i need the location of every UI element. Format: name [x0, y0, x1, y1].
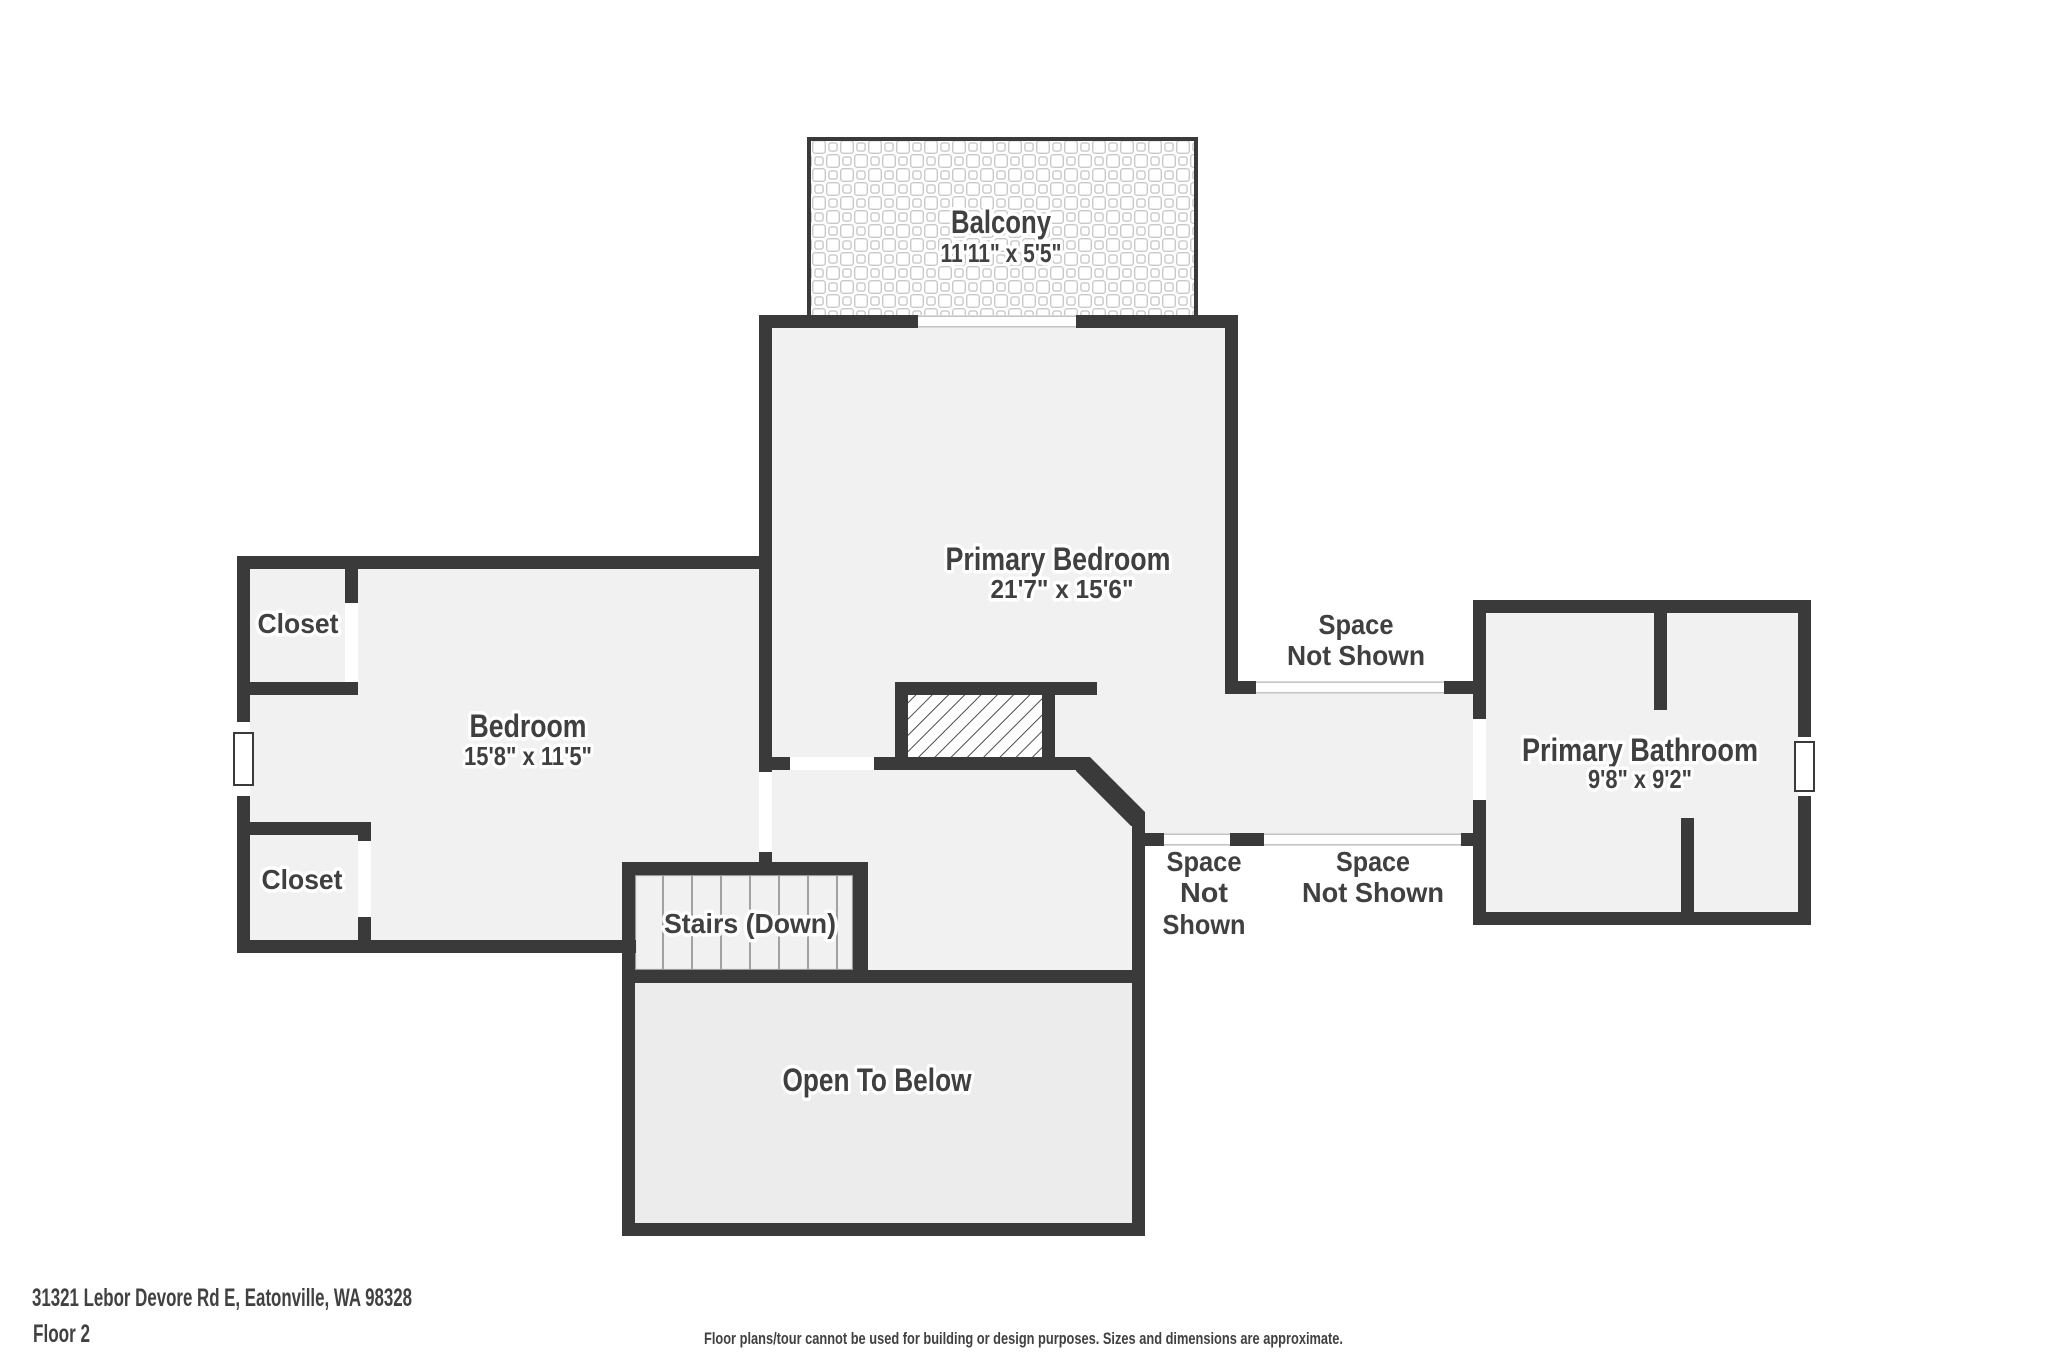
svg-text:Stairs (Down): Stairs (Down)	[664, 908, 836, 939]
svg-text:Not Shown: Not Shown	[1287, 640, 1425, 671]
svg-text:Primary Bathroom: Primary Bathroom	[1522, 732, 1758, 768]
svg-text:Floor 2: Floor 2	[33, 1320, 90, 1348]
svg-text:Open To Below: Open To Below	[783, 1062, 972, 1098]
svg-text:Space: Space	[1336, 846, 1410, 877]
svg-text:Not: Not	[1180, 877, 1228, 908]
svg-text:21'7" x 15'6": 21'7" x 15'6"	[991, 574, 1134, 604]
svg-text:Bedroom: Bedroom	[470, 708, 587, 744]
svg-text:9'8" x 9'2": 9'8" x 9'2"	[1588, 764, 1692, 794]
svg-text:Primary Bedroom: Primary Bedroom	[946, 541, 1171, 577]
svg-text:Shown: Shown	[1163, 909, 1246, 940]
svg-text:Space: Space	[1319, 609, 1394, 640]
svg-text:Closet: Closet	[262, 864, 343, 895]
svg-text:Space: Space	[1167, 846, 1242, 877]
svg-text:Balcony: Balcony	[951, 204, 1051, 240]
svg-text:15'8" x 11'5": 15'8" x 11'5"	[464, 741, 592, 771]
svg-text:Not Shown: Not Shown	[1302, 877, 1444, 908]
svg-text:11'11" x 5'5": 11'11" x 5'5"	[941, 238, 1062, 268]
svg-text:31321 Lebor Devore Rd E, Eaton: 31321 Lebor Devore Rd E, Eatonville, WA …	[32, 1284, 412, 1312]
svg-text:Floor plans/tour cannot be use: Floor plans/tour cannot be used for buil…	[704, 1329, 1343, 1348]
svg-text:Closet: Closet	[258, 608, 339, 639]
